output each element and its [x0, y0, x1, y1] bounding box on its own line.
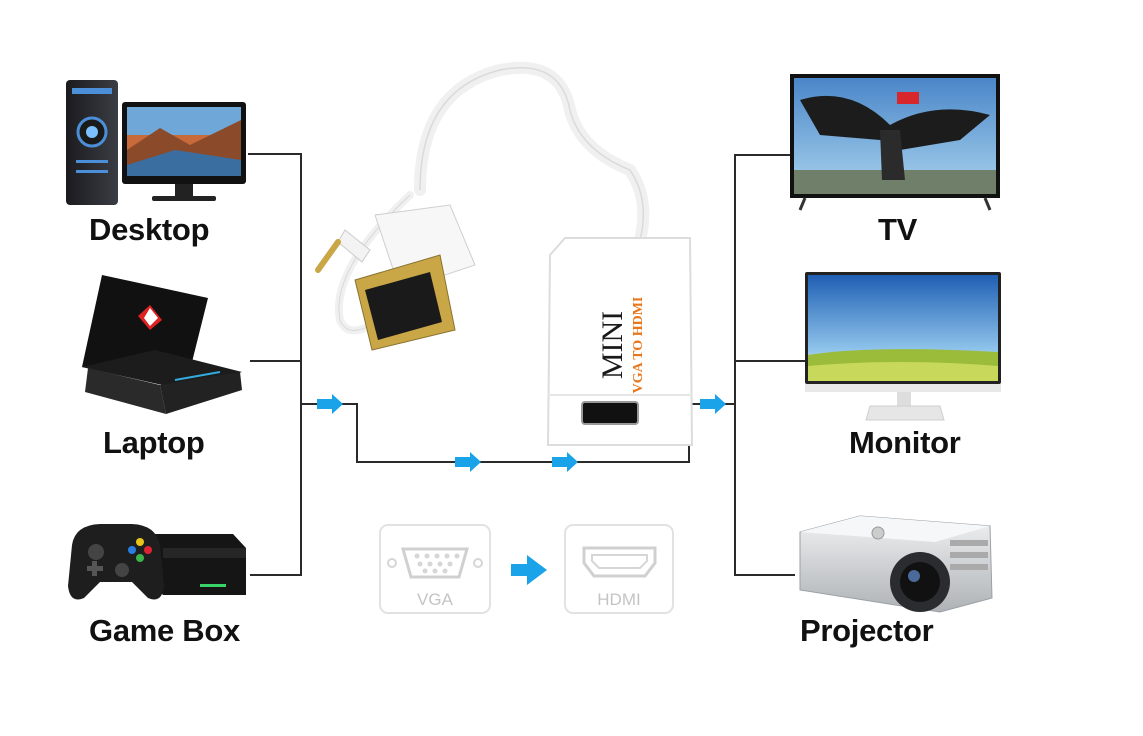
- hdmi-port-icon: [582, 546, 657, 578]
- adapter-brand: MINI: [596, 311, 629, 379]
- vga-label: VGA: [417, 590, 454, 609]
- output-label-monitor: Monitor: [849, 425, 961, 460]
- source-label-game-box: Game Box: [89, 613, 240, 648]
- source-connector-lines: [248, 153, 735, 576]
- arrow-icon: [455, 452, 481, 472]
- laptop-icon: [82, 275, 242, 414]
- vga-badge: VGA: [379, 524, 491, 614]
- vga-to-hdmi-adapter: [315, 61, 694, 446]
- hdmi-badge: HDMI: [564, 524, 674, 614]
- arrow-icon: [317, 394, 343, 414]
- adapter-model: VGA TO HDMI: [631, 297, 646, 394]
- vga-port-icon: [401, 547, 469, 579]
- output-connector-lines: [734, 154, 805, 576]
- output-label-projector: Projector: [800, 613, 934, 648]
- desktop-computer-icon: [66, 80, 246, 205]
- source-label-desktop: Desktop: [89, 212, 210, 247]
- adapter-label: MINI VGA TO HDMI: [596, 297, 646, 394]
- output-label-tv: TV: [878, 212, 918, 247]
- game-console-icon: [68, 524, 246, 600]
- conversion-arrow-icon: [511, 555, 547, 585]
- arrow-icon: [700, 394, 726, 414]
- tv-icon: [790, 74, 1000, 211]
- hdmi-label: HDMI: [597, 590, 640, 609]
- monitor-icon: [805, 272, 1001, 421]
- flow-arrows: [317, 394, 726, 472]
- projector-icon: [799, 515, 993, 613]
- source-label-laptop: Laptop: [103, 425, 205, 460]
- arrow-icon: [552, 452, 578, 472]
